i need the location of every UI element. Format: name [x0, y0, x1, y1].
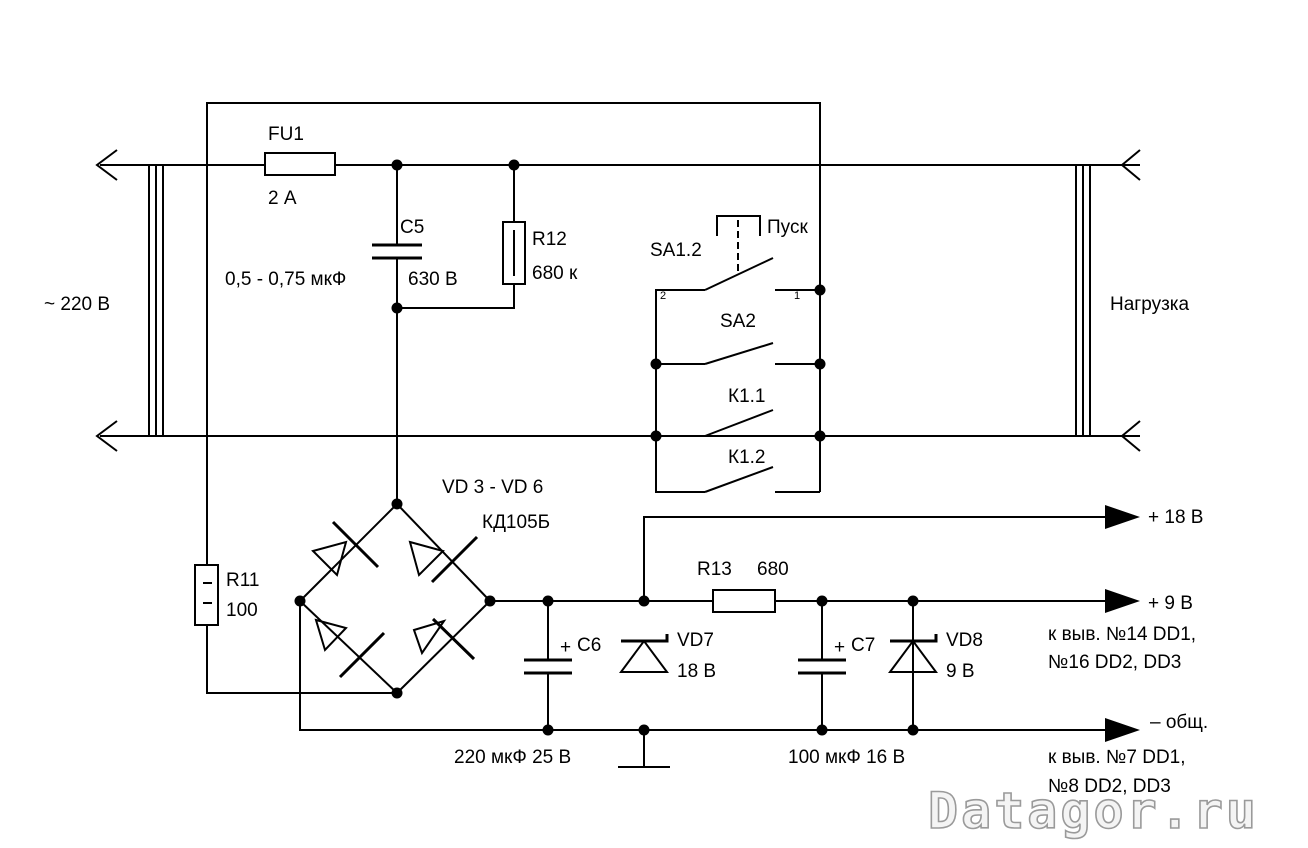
sa12-label: SA1.2: [650, 240, 702, 261]
mains-voltage-label: ~ 220 В: [44, 294, 110, 315]
gnd-note-1: к выв. №7 DD1,: [1048, 747, 1186, 768]
c6-value: 220 мкФ 25 В: [454, 747, 571, 768]
load-output-arrows: [1120, 149, 1141, 452]
r11-feed-wire: [206, 102, 821, 565]
r13-value: 680: [757, 559, 789, 580]
out-9v-note-1: к выв. №14 DD1,: [1048, 624, 1196, 645]
c6-plus: +: [560, 637, 571, 658]
mains-cable-bracket: [148, 165, 164, 436]
c7-value: 100 мкФ 16 В: [788, 747, 905, 768]
out-9v-label: + 9 В: [1148, 593, 1193, 614]
bridge-type: КД105Б: [482, 512, 550, 533]
vd7-value: 18 В: [677, 661, 716, 682]
out-18v-label: + 18 В: [1148, 507, 1203, 528]
pusk-label: Пуск: [767, 217, 808, 238]
zener-vd8: [888, 601, 938, 730]
gnd-note-2: №8 DD2, DD3: [1048, 776, 1171, 797]
vd7-label: VD7: [677, 630, 714, 651]
r11-value: 100: [226, 600, 258, 621]
c5-value: 0,5 - 0,75 мкФ: [225, 269, 346, 290]
fu1-label: FU1: [268, 124, 304, 145]
zener-vd7: [619, 634, 669, 673]
contact-block: [655, 215, 820, 493]
pin-2-label: 2: [660, 290, 666, 302]
r12-label: R12: [532, 229, 567, 250]
fuse-fu1: [264, 152, 336, 176]
sa2-label: SA2: [720, 311, 756, 332]
out-9v-note-2: №16 DD2, DD3: [1048, 652, 1181, 673]
c6-label: C6: [577, 635, 601, 656]
r11-label: R11: [226, 570, 259, 591]
k11-label: К1.1: [728, 386, 765, 407]
load-label: Нагрузка: [1110, 294, 1190, 315]
resistor-r13: [712, 589, 776, 613]
output-arrows: [1105, 505, 1140, 742]
mains-input-arrows: [95, 149, 118, 452]
watermark: Datagor.ru: [928, 782, 1259, 840]
fu1-value: 2 А: [268, 188, 297, 209]
c5-voltage: 630 В: [408, 269, 458, 290]
capacitor-c6: [524, 601, 572, 730]
out-gnd-label: – общ.: [1150, 712, 1208, 733]
dc-rails: [299, 516, 1105, 768]
resistor-r11: [194, 564, 397, 694]
vd8-label: VD8: [946, 630, 983, 651]
load-cable-bracket: [1075, 165, 1091, 436]
pin-1-label: 1: [794, 290, 800, 302]
r12-value: 680 к: [532, 263, 578, 284]
c7-label: C7: [851, 635, 875, 656]
junction-dots: [294, 159, 919, 736]
capacitor-c7: [798, 601, 846, 730]
k12-label: К1.2: [728, 447, 765, 468]
vd8-value: 9 В: [946, 661, 975, 682]
c5-label: C5: [400, 217, 424, 238]
resistor-r12: [397, 165, 526, 309]
bridge-label: VD 3 - VD 6: [442, 477, 543, 498]
c7-plus: +: [834, 637, 845, 658]
diode-bridge-vd3-vd6: [299, 503, 491, 694]
r13-label: R13: [697, 559, 732, 580]
mains-wires: [100, 164, 1140, 437]
capacitor-c5: [372, 165, 422, 504]
